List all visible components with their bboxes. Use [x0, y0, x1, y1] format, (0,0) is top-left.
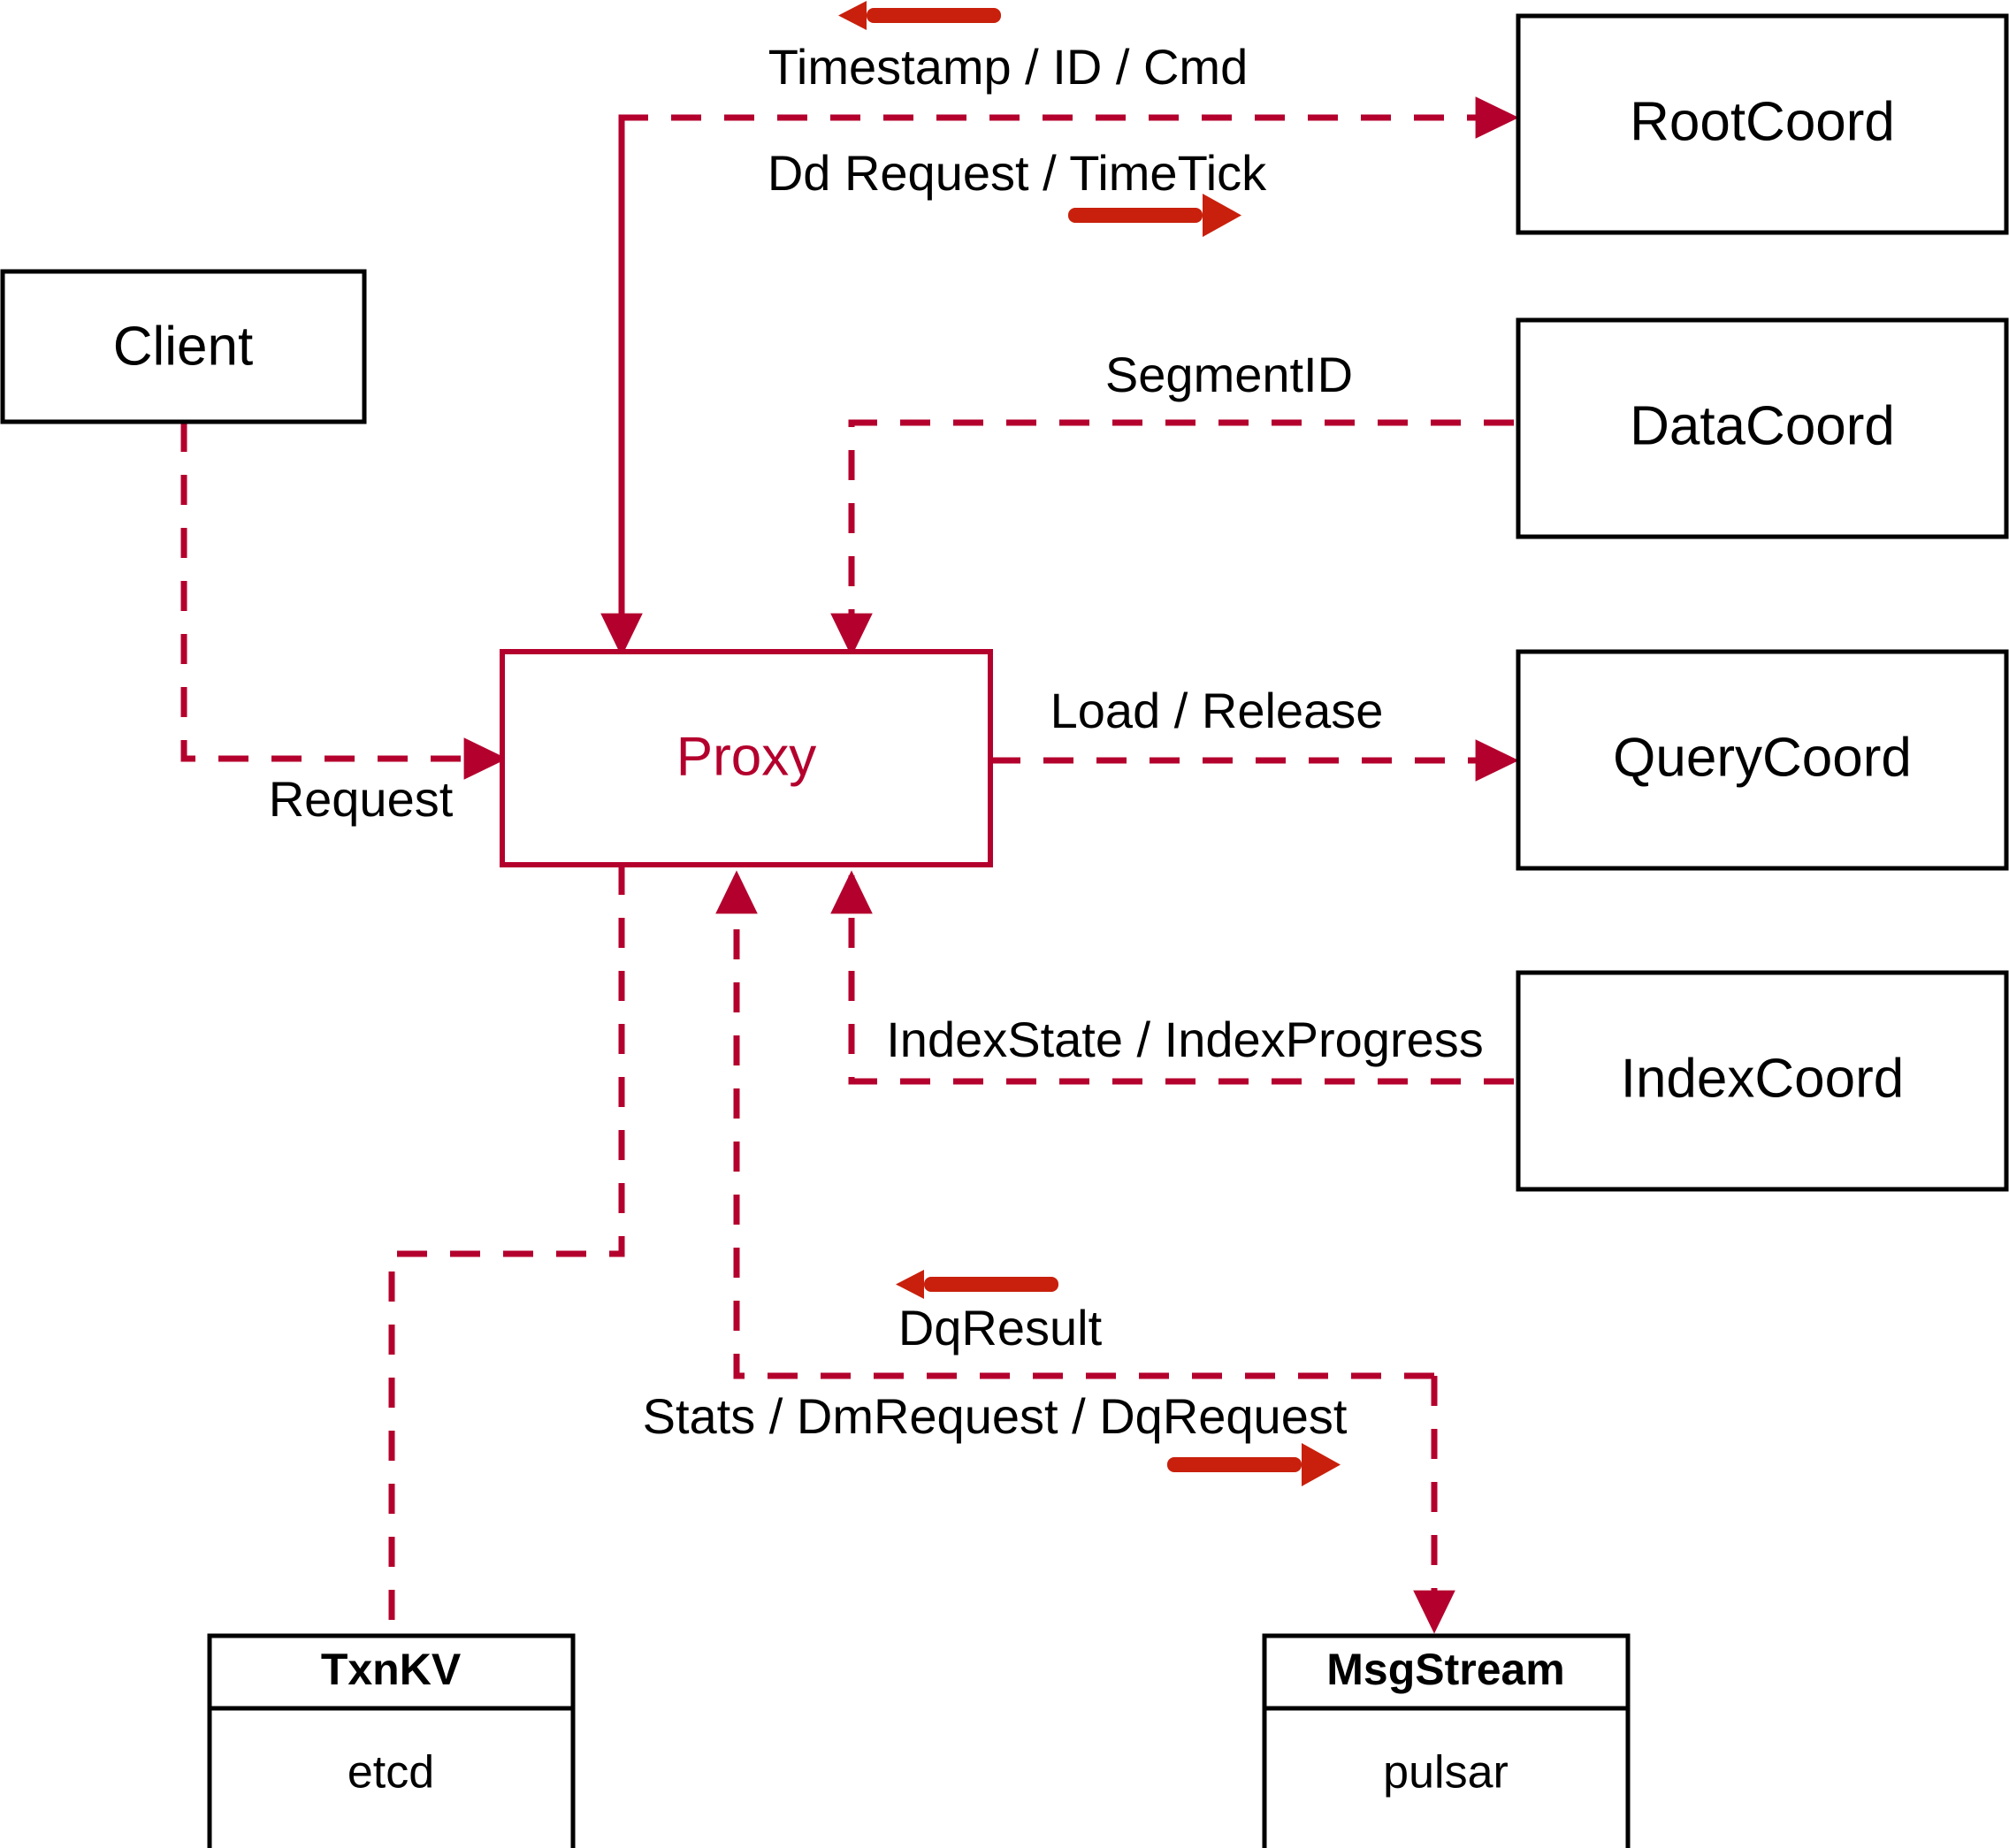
edge-proxy-txnkv [388, 865, 625, 1636]
rootcoord-label: RootCoord [1630, 91, 1895, 152]
indexcoord-label: IndexCoord [1621, 1048, 1905, 1109]
label-dq-result: DqResult [898, 1300, 1103, 1355]
label-request: Request [269, 771, 454, 827]
client-box [0, 269, 367, 424]
node-querycoord[interactable]: QueryCoord [1516, 649, 2009, 871]
txnkv-impl: etcd [348, 1747, 434, 1798]
rootcoord-box [1516, 13, 2009, 235]
node-txnkv[interactable]: TxnKV etcd [207, 1633, 576, 1848]
client-label: Client [113, 316, 254, 377]
msgstream-impl: pulsar [1383, 1747, 1509, 1798]
datacoord-label: DataCoord [1630, 395, 1895, 456]
node-rootcoord[interactable]: RootCoord [1516, 13, 2009, 235]
indexcoord-box [1516, 970, 2009, 1192]
querycoord-box [1516, 649, 2009, 871]
label-index-state-progress: IndexState / IndexProgress [886, 1012, 1484, 1067]
node-client[interactable]: Client [0, 269, 367, 424]
dq-request-arrow-icon [1167, 1443, 1341, 1486]
edge-datacoord-proxy [830, 419, 1514, 657]
edge-indexcoord-proxy [830, 870, 1514, 1085]
proxy-box [500, 649, 993, 867]
edge-proxy-msgstream-in [715, 870, 1434, 1379]
dd-request-arrow-icon [1068, 194, 1241, 237]
edge-client-proxy [180, 422, 508, 780]
label-load-release: Load / Release [1050, 683, 1384, 738]
label-stats-dm-dq-request: Stats / DmRequest / DqRequest [643, 1388, 1348, 1444]
txnkv-title: TxnKV [321, 1645, 462, 1694]
node-datacoord[interactable]: DataCoord [1516, 317, 2009, 539]
msgstream-box [1262, 1633, 1631, 1848]
dq-result-arrow-icon [896, 1270, 1058, 1299]
msgstream-title: MsgStream [1326, 1645, 1565, 1694]
datacoord-box [1516, 317, 2009, 539]
node-proxy[interactable]: Proxy [500, 649, 993, 867]
node-indexcoord[interactable]: IndexCoord [1516, 970, 2009, 1192]
proxy-label: Proxy [676, 726, 816, 787]
querycoord-label: QueryCoord [1613, 727, 1912, 788]
timestamp-arrow-icon [838, 1, 1001, 30]
label-timestamp-id-cmd: Timestamp / ID / Cmd [768, 39, 1248, 95]
txnkv-box [207, 1633, 576, 1848]
label-segment-id: SegmentID [1105, 347, 1353, 402]
label-dd-request-timetick: Dd Request / TimeTick [768, 145, 1267, 201]
node-msgstream[interactable]: MsgStream pulsar [1262, 1633, 1631, 1848]
